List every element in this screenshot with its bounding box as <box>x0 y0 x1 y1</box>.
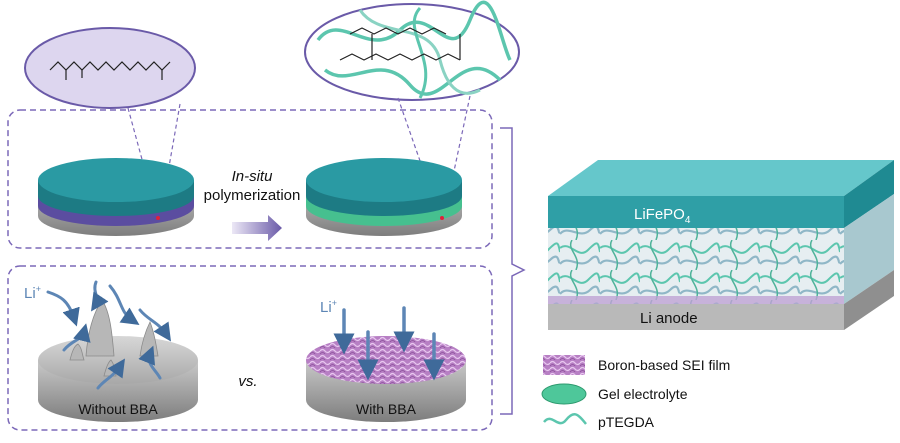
legend-label-gel: Gel electrolyte <box>598 386 688 402</box>
cathode-side <box>844 160 894 228</box>
polymerization-arrow <box>232 215 282 241</box>
cathode-top <box>548 160 894 196</box>
li-ion-label-left: Li+ <box>24 284 41 302</box>
anode-front <box>548 304 844 330</box>
polymer-chain-swatch <box>543 412 587 425</box>
legend-label-sei: Boron-based SEI film <box>598 357 730 373</box>
disk-after-polymerization <box>306 158 462 236</box>
sei-layer <box>548 296 844 304</box>
caption-polymerization: polymerization <box>204 187 301 204</box>
cell-stack <box>548 160 894 330</box>
electrolyte-side <box>844 194 894 304</box>
vs-label: vs. <box>238 373 257 390</box>
li-ion-paths-uniform <box>333 306 445 381</box>
cathode-label: LiFePO4 <box>634 206 691 226</box>
sei-film-swatch <box>543 355 585 375</box>
li-ion-paths-chaotic <box>46 280 171 390</box>
panel-bracket <box>500 127 526 415</box>
monomer-structure-bubble <box>24 27 196 109</box>
polymer-structure-bubble <box>304 0 520 101</box>
with-bba-label: With BBA <box>356 401 417 417</box>
legend: Boron-based SEI film Gel electrolyte pTE… <box>541 355 730 430</box>
without-bba-label: Without BBA <box>78 401 158 417</box>
disk-before-polymerization <box>38 158 194 236</box>
gel-electrolyte-swatch <box>541 383 587 405</box>
li-ion-label-right: Li+ <box>320 298 337 316</box>
electrolyte-front <box>548 228 844 304</box>
bottom-dashed-panel <box>7 265 493 431</box>
dendrite-3 <box>69 343 85 361</box>
top-dashed-panel <box>7 109 493 249</box>
zoom-line-left-2 <box>159 103 181 219</box>
dendrite-1 <box>85 299 115 357</box>
anode-side <box>844 270 894 330</box>
anode-label: Li anode <box>640 310 698 327</box>
legend-label-ptegda: pTEGDA <box>598 414 655 430</box>
cathode-front <box>548 196 844 228</box>
caption-in-situ: In-situ <box>232 168 274 185</box>
